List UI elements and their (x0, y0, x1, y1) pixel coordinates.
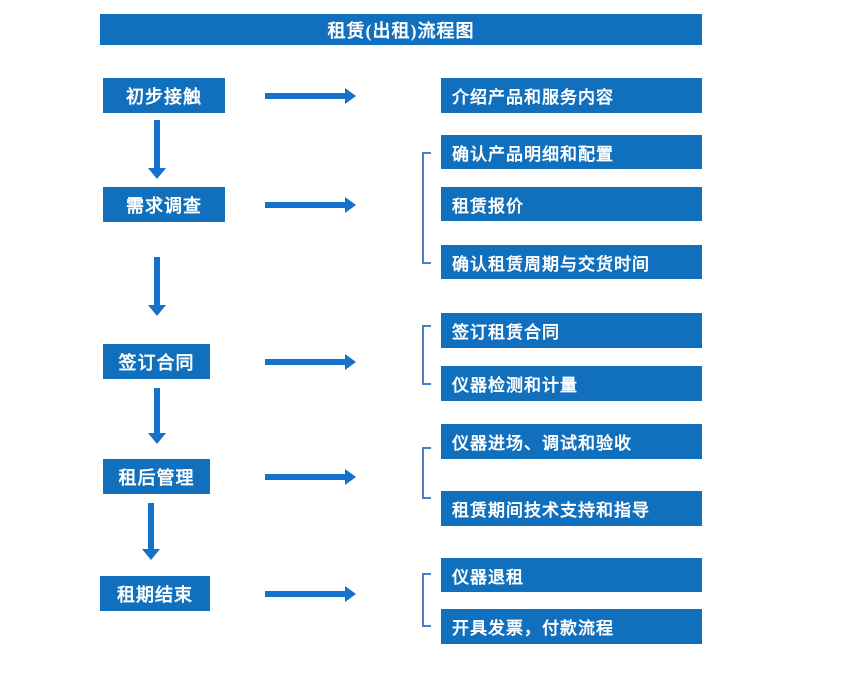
arrow-down-icon (148, 257, 166, 316)
step-box-initial-contact: 初步接触 (103, 78, 225, 113)
arrow-head (345, 586, 356, 602)
arrow-shaft (148, 503, 154, 550)
arrow-head (345, 197, 356, 213)
detail-box-instrument-return: 仪器退租 (441, 558, 702, 592)
arrow-shaft (265, 474, 346, 480)
arrow-down-icon (148, 120, 166, 179)
arrow-shaft (265, 359, 346, 365)
arrow-down-icon (142, 503, 160, 560)
arrow-down-icon (148, 388, 166, 444)
arrow-head (142, 549, 160, 560)
arrow-head (148, 305, 166, 316)
arrow-head (345, 88, 356, 104)
arrow-right-icon (265, 354, 356, 370)
group-bracket-icon (422, 573, 431, 627)
detail-box-confirm-rental-period-delivery: 确认租赁周期与交货时间 (441, 245, 702, 279)
group-bracket-icon (422, 447, 431, 499)
step-box-post-rental-management: 租后管理 (103, 459, 210, 494)
detail-box-invoice-payment-process: 开具发票，付款流程 (441, 609, 702, 644)
detail-box-technical-support-guidance: 租赁期间技术支持和指导 (441, 491, 702, 526)
detail-box-instrument-inspection-calibration: 仪器检测和计量 (441, 366, 702, 401)
arrow-shaft (154, 120, 160, 169)
arrow-shaft (265, 591, 346, 597)
arrow-head (148, 433, 166, 444)
arrow-right-icon (265, 469, 356, 485)
detail-box-sign-rental-contract: 签订租赁合同 (441, 313, 702, 348)
detail-box-confirm-product-details: 确认产品明细和配置 (441, 135, 702, 169)
arrow-shaft (265, 202, 346, 208)
arrow-shaft (154, 388, 160, 434)
arrow-head (345, 469, 356, 485)
arrow-right-icon (265, 586, 356, 602)
group-bracket-icon (422, 325, 431, 385)
arrow-shaft (154, 257, 160, 306)
step-box-rental-end: 租期结束 (100, 576, 210, 611)
detail-box-introduce-products-services: 介绍产品和服务内容 (441, 78, 702, 113)
arrow-right-icon (265, 197, 356, 213)
detail-box-instrument-setup-acceptance: 仪器进场、调试和验收 (441, 424, 702, 459)
group-bracket-icon (422, 152, 431, 264)
detail-box-rental-quotation: 租赁报价 (441, 187, 702, 221)
arrow-shaft (265, 93, 346, 99)
step-box-sign-contract: 签订合同 (103, 344, 210, 379)
step-box-demand-survey: 需求调查 (103, 187, 225, 222)
flowchart-title: 租赁(出租)流程图 (100, 14, 702, 45)
arrow-head (148, 168, 166, 179)
arrow-head (345, 354, 356, 370)
arrow-right-icon (265, 88, 356, 104)
